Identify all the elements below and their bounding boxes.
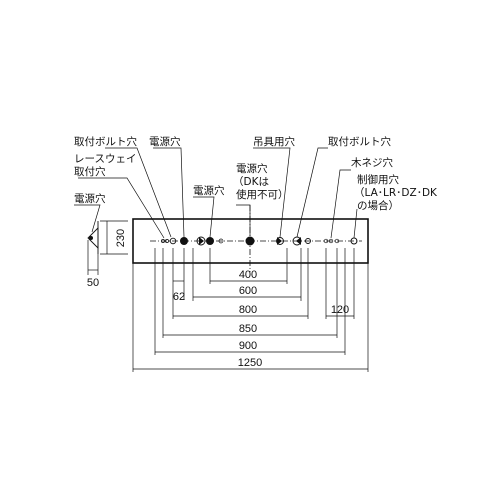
dim-120-text: 120 (331, 304, 349, 316)
leader-control (353, 208, 358, 239)
label-power-side: 電源穴 (74, 192, 106, 205)
label-hanger: 吊具用穴 (253, 135, 295, 148)
dim-800-text: 800 (239, 304, 257, 316)
label-raceway-2: 取付穴 (74, 165, 106, 178)
power-hole-center (245, 236, 255, 246)
wood-screw-hole-3 (334, 238, 340, 244)
hanger-hole-mark (277, 237, 282, 245)
fixture-body (132, 218, 369, 264)
label-wood-screw: 木ネジ穴 (351, 156, 393, 169)
label-mount-bolt-right: 取付ボルト穴 (328, 135, 391, 148)
leader-mount-bolt-right (296, 147, 328, 238)
hole-small-2 (165, 239, 169, 243)
label-power-mid: 電源穴 (193, 184, 225, 197)
leader-power-mid (193, 196, 215, 238)
hole-small-3 (218, 238, 224, 244)
mount-bolt-hole-right (305, 238, 311, 244)
labels: 取付ボルト穴 電源穴 レースウェイ 取付穴 電源穴 電源穴 （DKは 使用不可）… (74, 135, 438, 212)
wood-screw-hole-2 (328, 238, 334, 244)
power-hole-mid (206, 237, 214, 245)
power-hole-left (180, 237, 188, 245)
raceway-ring-left (196, 236, 206, 246)
leader-hanger (253, 147, 291, 238)
dim-600-text: 600 (239, 285, 257, 297)
dim-62-text: 62 (173, 291, 185, 303)
side-power-hole (89, 236, 93, 240)
label-power-center-3: 使用不可） (236, 188, 289, 201)
hanger-hole (276, 237, 284, 245)
width-dim-text: 50 (87, 277, 99, 289)
label-power-center-2: （DKは (233, 176, 269, 188)
dim-900-text: 900 (239, 340, 257, 352)
label-raceway-1: レースウェイ (74, 153, 136, 165)
height-dim-text: 230 (115, 229, 127, 247)
raceway-hole-left (199, 237, 204, 245)
leaders (74, 147, 358, 239)
leader-power-left (153, 147, 185, 238)
label-control-3: の場合） (357, 199, 399, 212)
wood-screw-hole-1 (323, 238, 329, 244)
label-control-1: 制御用穴 (357, 173, 399, 186)
raceway-hole-right (296, 237, 301, 245)
label-power-left: 電源穴 (149, 135, 181, 148)
label-control-2: （LA･LR･DZ･DK (354, 187, 438, 199)
leader-raceway (78, 177, 165, 239)
leader-power-side (74, 204, 101, 233)
holes (161, 236, 358, 246)
side-view: 230 50 (87, 220, 128, 289)
hole-small-1 (161, 239, 165, 243)
leader-mount-bolt-left (105, 147, 172, 238)
leader-wood-screw (330, 169, 351, 239)
label-mount-bolt-left: 取付ボルト穴 (74, 135, 137, 148)
dim-1250-text: 1250 (238, 357, 262, 369)
label-power-center-1: 電源穴 (236, 162, 268, 175)
dimension-lines: 400 600 62 800 120 850 900 1250 (132, 248, 369, 372)
dim-850-text: 850 (239, 323, 257, 335)
leader-power-center (236, 204, 251, 236)
mount-bolt-hole-left (169, 237, 177, 245)
dim-400-text: 400 (239, 269, 257, 281)
